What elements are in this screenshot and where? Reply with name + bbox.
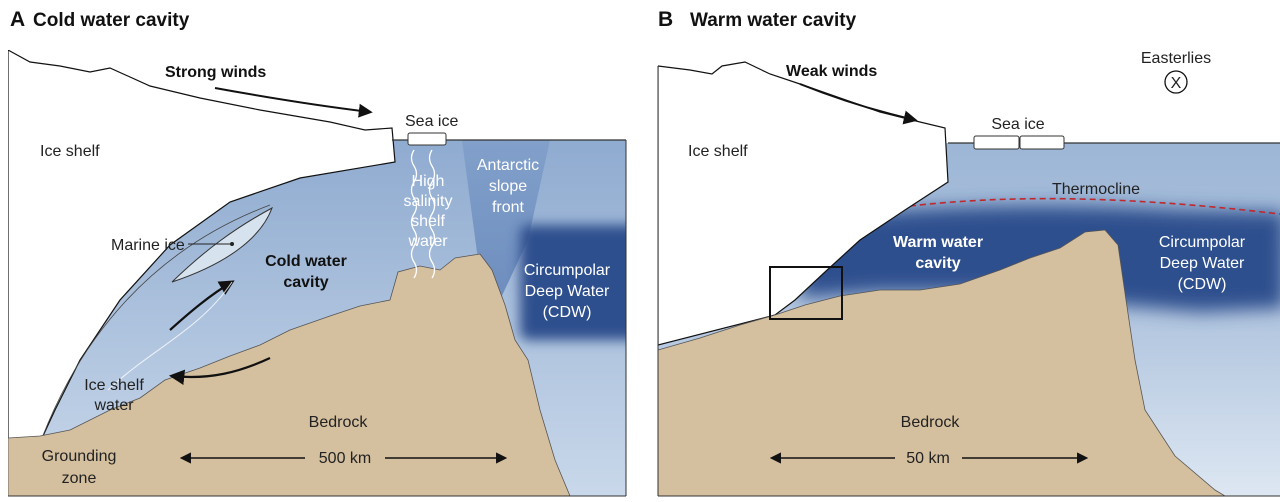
svg-text:Deep Water: Deep Water — [525, 283, 610, 300]
scale-label-a: 500 km — [319, 450, 371, 467]
cold-water-cavity-label: Cold water cavity — [265, 253, 347, 291]
ice-shelf-label-b: Ice shelf — [688, 143, 748, 160]
sea-ice-label-a: Sea ice — [405, 113, 458, 130]
inflow-arrow — [169, 280, 235, 331]
svg-text:Circumpolar: Circumpolar — [524, 262, 611, 279]
marine-ice-label: Marine ice — [111, 237, 185, 254]
svg-text:Cold water: Cold water — [265, 253, 347, 270]
bedrock-label-a: Bedrock — [309, 414, 369, 431]
panel-a-title: Cold water cavity — [33, 10, 190, 31]
grounding-zone-label: Grounding zone — [42, 448, 117, 487]
bedrock-b — [658, 229, 1226, 496]
ice-shelf-a — [8, 50, 396, 441]
svg-text:salinity: salinity — [404, 193, 453, 210]
cdw-label-b: Circumpolar Deep Water (CDW) — [1159, 234, 1246, 293]
weak-winds-arrow — [799, 83, 918, 125]
ice-shelf-b — [658, 61, 949, 346]
panel-a — [8, 50, 626, 496]
svg-text:water: water — [93, 397, 134, 414]
easterlies-label: Easterlies — [1141, 50, 1211, 67]
bedrock-a — [8, 253, 571, 496]
sea-ice-a — [407, 132, 447, 146]
marine-ice — [171, 206, 273, 283]
panel-b — [658, 61, 1280, 496]
ice-shelf-water-label: Ice shelf water — [84, 377, 144, 414]
bedrock-label-b: Bedrock — [901, 414, 961, 431]
panel-a-letter: A — [10, 8, 25, 31]
svg-text:(CDW): (CDW) — [1178, 276, 1227, 293]
svg-text:cavity: cavity — [915, 255, 960, 272]
easterlies-symbol — [1164, 70, 1188, 94]
cdw-water-mass-a — [520, 225, 626, 340]
svg-text:Grounding: Grounding — [42, 448, 117, 465]
thermocline-line — [909, 197, 1280, 215]
svg-text:Antarctic: Antarctic — [477, 157, 539, 174]
svg-text:(CDW): (CDW) — [543, 304, 592, 321]
svg-text:front: front — [492, 199, 525, 216]
inset-box — [769, 266, 843, 320]
svg-text:Warm water: Warm water — [893, 234, 983, 251]
svg-text:Ice shelf: Ice shelf — [84, 377, 144, 394]
ice-shelf-label-a: Ice shelf — [40, 143, 100, 160]
svg-text:cavity: cavity — [283, 274, 328, 291]
warm-water-cavity-label: Warm water cavity — [893, 234, 983, 272]
strong-winds-label: Strong winds — [165, 64, 266, 81]
svg-text:water: water — [407, 233, 448, 250]
sea-ice-b-1 — [973, 135, 1020, 150]
thermocline-label: Thermocline — [1052, 181, 1140, 198]
sea-ice-b-2 — [1019, 135, 1065, 150]
ice-shelf-water-region — [41, 204, 271, 439]
hssw-flow-lines — [410, 149, 418, 279]
panel-b-letter: B — [658, 8, 673, 31]
svg-text:zone: zone — [62, 470, 97, 487]
slope-front-label: Antarctic slope front — [477, 157, 539, 216]
svg-text:slope: slope — [489, 178, 527, 195]
hssw-label: High salinity shelf water — [404, 173, 453, 250]
svg-text:High: High — [412, 173, 445, 190]
weak-winds-label: Weak winds — [786, 63, 877, 80]
strong-winds-arrow — [214, 87, 373, 118]
cdw-label-a: Circumpolar Deep Water (CDW) — [524, 262, 611, 321]
outflow-arrow — [168, 357, 271, 385]
svg-text:Circumpolar: Circumpolar — [1159, 234, 1246, 251]
scale-label-b: 50 km — [906, 450, 950, 467]
svg-text:shelf: shelf — [411, 213, 445, 230]
panel-b-title: Warm water cavity — [690, 10, 857, 31]
svg-text:Deep Water: Deep Water — [1160, 255, 1245, 272]
sea-ice-label-b: Sea ice — [991, 116, 1044, 133]
easterlies-x: X — [1171, 75, 1182, 92]
